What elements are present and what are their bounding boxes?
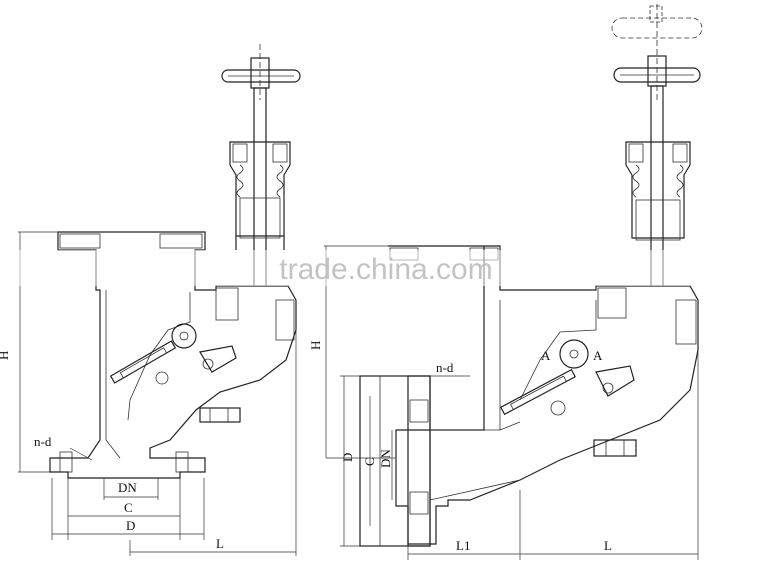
left-dim-C: C xyxy=(124,500,133,515)
left-dim-DN: DN xyxy=(118,480,137,495)
left-dim-H: H xyxy=(0,351,11,360)
section-mark-a-left: A xyxy=(541,348,551,363)
right-dim-C: C xyxy=(362,457,377,466)
watermark-band xyxy=(0,250,772,286)
right-valve: A A H n-d D C DN L1 L xyxy=(308,4,703,560)
right-dim-H: H xyxy=(308,341,323,350)
right-dim-DN: DN xyxy=(378,449,393,468)
left-handwheel xyxy=(221,44,301,100)
watermark-text: trade.china.com xyxy=(279,253,492,286)
left-dim-D: D xyxy=(126,518,135,533)
right-dim-L1: L1 xyxy=(456,538,470,553)
right-dim-D: D xyxy=(340,453,355,462)
section-mark-a-right: A xyxy=(593,348,603,363)
right-dim-L: L xyxy=(604,538,612,553)
left-valve: H n-d DN C D L xyxy=(0,44,301,556)
right-dim-nd: n-d xyxy=(436,360,454,375)
left-dim-nd: n-d xyxy=(34,434,52,449)
right-handwheel xyxy=(613,4,701,100)
right-disc xyxy=(499,339,635,416)
left-dim-L: L xyxy=(216,536,224,551)
left-disc xyxy=(109,323,237,385)
